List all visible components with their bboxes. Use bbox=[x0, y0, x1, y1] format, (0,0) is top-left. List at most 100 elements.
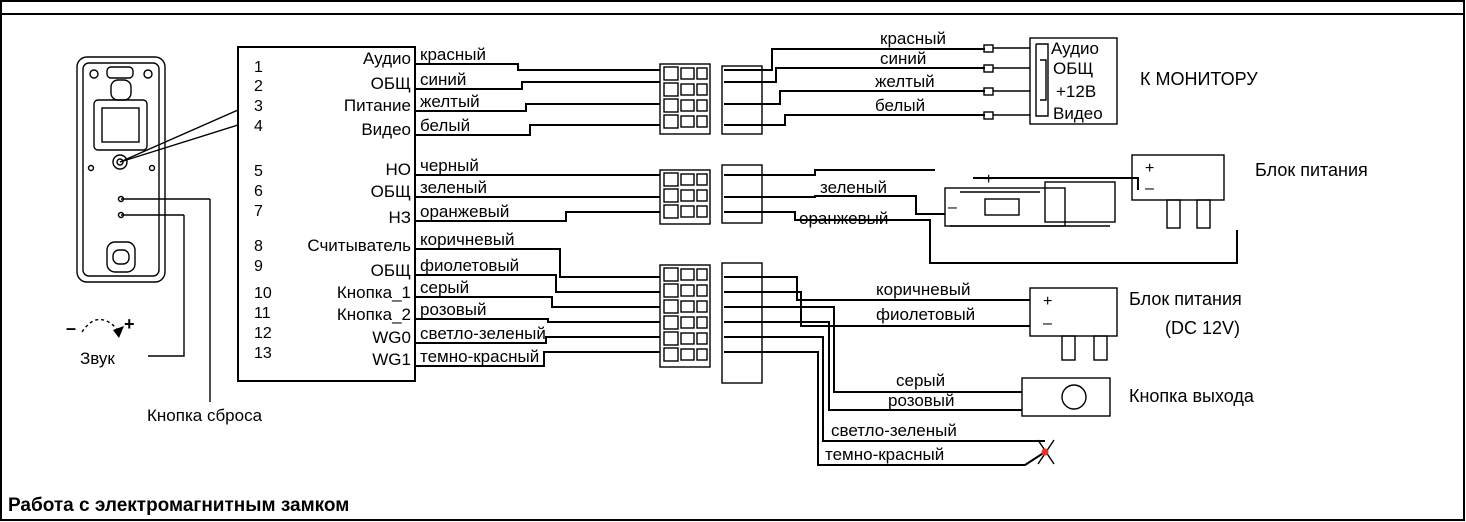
psu-reader-plus: + bbox=[1043, 293, 1052, 310]
exit-wire-pink: розовый bbox=[888, 391, 955, 410]
monitor-pin-audio: Аудио bbox=[1051, 39, 1099, 58]
wire bbox=[415, 81, 660, 90]
pin-function: Кнопка_2 bbox=[337, 305, 411, 324]
wire-label: темно-красный bbox=[420, 347, 539, 366]
wire-label: фиолетовый bbox=[420, 256, 519, 275]
psu-reader-sub: (DC 12V) bbox=[1165, 318, 1240, 338]
monitor-section: красный синий желтый белый Аудио ОБЩ +12… bbox=[724, 29, 1258, 126]
pin-function: ОБЩ bbox=[371, 182, 411, 201]
lock-wire-orange: оранжевый bbox=[799, 209, 888, 228]
exit-button bbox=[1021, 377, 1111, 417]
reader-wire-brown: коричневый bbox=[876, 280, 970, 299]
pin-number: 10 bbox=[254, 285, 272, 302]
wire bbox=[415, 211, 660, 222]
pin-function: Питание bbox=[344, 96, 411, 115]
wire bbox=[415, 351, 660, 367]
pin-number: 4 bbox=[254, 118, 263, 135]
monitor-wire-yellow: желтый bbox=[875, 72, 935, 91]
lock-plus: + bbox=[984, 171, 993, 188]
sound-plus: + bbox=[124, 314, 135, 334]
section-title: Работа с электромагнитным замком bbox=[8, 495, 349, 516]
call-panel-device bbox=[76, 56, 166, 283]
wire-label: зеленый bbox=[420, 178, 487, 197]
pin-number: 7 bbox=[254, 203, 263, 220]
pin-function: Аудио bbox=[363, 49, 411, 68]
plug-housing bbox=[721, 65, 763, 135]
pin-function: ОБЩ bbox=[371, 261, 411, 280]
wire-label: черный bbox=[420, 156, 479, 175]
lock-section: зеленый оранжевый + – + – Блок питания bbox=[724, 154, 1368, 264]
wire-label: коричневый bbox=[420, 230, 514, 249]
pin-functions: АудиоОБЩПитаниеВидеоНООБЩНЗСчитывательОБ… bbox=[307, 49, 411, 369]
lock-minus: – bbox=[948, 199, 957, 216]
pin-function: НЗ bbox=[388, 208, 411, 227]
pin-number: 6 bbox=[254, 183, 263, 200]
exit-label: Кнопка выхода bbox=[1129, 386, 1255, 406]
psu-reader-label: Блок питания bbox=[1129, 289, 1242, 309]
pin-number: 8 bbox=[254, 238, 263, 255]
sound-adjust-icon bbox=[81, 318, 119, 333]
pin-number: 1 bbox=[254, 59, 263, 76]
wire-darkred: темно-красный bbox=[825, 445, 944, 464]
wire bbox=[415, 124, 660, 136]
sound-label: Звук bbox=[80, 349, 115, 368]
reader-section: коричневый фиолетовый + – Блок питания (… bbox=[724, 276, 1255, 466]
wire-label: оранжевый bbox=[420, 202, 509, 221]
wire bbox=[415, 296, 660, 308]
electric-lock bbox=[944, 187, 1066, 227]
monitor-wire-red: красный bbox=[880, 29, 946, 48]
pin-function: ОБЩ bbox=[371, 74, 411, 93]
exit-button-icon bbox=[1061, 384, 1087, 410]
lock-wire-green: зеленый bbox=[820, 178, 887, 197]
reset-label: Кнопка сброса bbox=[147, 406, 263, 425]
psu-lock-label: Блок питания bbox=[1255, 160, 1368, 180]
wire-label: красный bbox=[420, 45, 486, 64]
wire bbox=[415, 336, 660, 344]
pin-function: WG0 bbox=[372, 328, 411, 347]
monitor-pin-power: +12В bbox=[1056, 82, 1096, 101]
leader-line bbox=[119, 124, 239, 163]
monitor-connector bbox=[1029, 37, 1118, 125]
pin-function: Видео bbox=[361, 120, 411, 139]
wire bbox=[415, 103, 660, 112]
monitor-pin-video: Видео bbox=[1053, 104, 1103, 123]
wire-label: серый bbox=[420, 278, 469, 297]
monitor-label: К МОНИТОРУ bbox=[1140, 69, 1258, 89]
monitor-wire-white: белый bbox=[875, 96, 925, 115]
wire bbox=[415, 63, 660, 71]
psu-lock-minus: – bbox=[1145, 180, 1154, 197]
plug-connector bbox=[659, 169, 711, 225]
leader-line bbox=[119, 109, 239, 163]
wire-label: синий bbox=[420, 70, 466, 89]
wire-lightgreen: светло-зеленый bbox=[831, 421, 957, 440]
pin-number: 5 bbox=[254, 163, 263, 180]
wire-label: желтый bbox=[420, 92, 480, 111]
pin-number: 13 bbox=[254, 345, 272, 362]
reader-wire-violet: фиолетовый bbox=[876, 305, 975, 324]
terminal-block bbox=[237, 46, 416, 382]
cut-dot bbox=[1041, 448, 1049, 456]
pin-number: 2 bbox=[254, 78, 263, 95]
pin-function: Считыватель bbox=[307, 236, 411, 255]
plug-connector bbox=[659, 264, 711, 368]
wire bbox=[415, 318, 660, 323]
pin-function: НО bbox=[386, 160, 412, 179]
sound-leader bbox=[148, 215, 185, 357]
wire-label: розовый bbox=[420, 300, 487, 319]
pin-function: Кнопка_1 bbox=[337, 283, 411, 302]
exit-wire-gray: серый bbox=[896, 371, 945, 390]
arrow-icon bbox=[113, 326, 124, 338]
wire-label: светло-зеленый bbox=[420, 324, 546, 343]
wire-label: белый bbox=[420, 116, 470, 135]
connectors bbox=[659, 63, 763, 384]
psu-reader-minus: – bbox=[1043, 315, 1052, 332]
wire bbox=[415, 248, 660, 278]
terminal-wires: красный синий желтый белый черный зеленый оран… bbox=[415, 45, 660, 367]
pin-number: 12 bbox=[254, 325, 272, 342]
plug-housing bbox=[721, 164, 763, 224]
sound-minus: – bbox=[66, 318, 76, 338]
